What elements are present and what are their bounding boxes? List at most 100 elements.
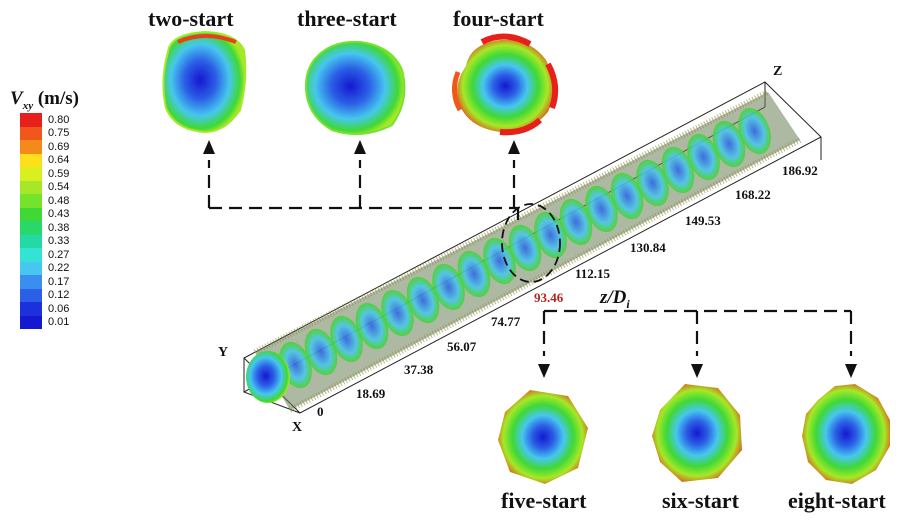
legend-value: 0.80 xyxy=(48,113,70,126)
z-axis-title-sub: i xyxy=(626,296,630,311)
legend-value: 0.75 xyxy=(48,127,70,140)
tick-label: 112.15 xyxy=(575,266,611,281)
caption-five-start: five-start xyxy=(501,488,587,513)
pipe-cross-section-slice xyxy=(610,172,644,220)
legend-swatch xyxy=(20,275,42,289)
pipe-cross-section-slice xyxy=(585,185,618,233)
legend-subscript: xy xyxy=(22,99,34,112)
tick-label-highlighted: 93.46 xyxy=(534,290,564,305)
tick-label: 56.07 xyxy=(447,339,477,354)
tick-label: 149.53 xyxy=(685,213,721,228)
cross-section-two-start xyxy=(162,30,247,134)
legend-row: 0.22 xyxy=(20,261,106,275)
legend-value: 0.22 xyxy=(48,262,70,275)
caption-four-start: four-start xyxy=(453,6,544,31)
caption-eight-start: eight-start xyxy=(788,488,886,513)
pipe-cross-section-slice xyxy=(738,107,771,155)
tick-label: 74.77 xyxy=(491,314,521,329)
legend-swatch xyxy=(20,167,42,181)
legend-swatch xyxy=(20,261,42,275)
legend-row: 0.69 xyxy=(20,140,106,154)
pipe-cross-section-slice xyxy=(559,198,593,246)
legend-value: 0.48 xyxy=(48,194,70,207)
tick-label: 186.92 xyxy=(782,163,818,178)
legend-row: 0.01 xyxy=(20,315,106,329)
legend-row: 0.54 xyxy=(20,180,106,194)
legend-value: 0.38 xyxy=(48,221,70,234)
legend-row: 0.75 xyxy=(20,126,106,140)
pipe-cross-section-slice xyxy=(304,328,338,376)
legend-row: 0.06 xyxy=(20,302,106,316)
cross-section-five-start xyxy=(498,390,588,484)
z-axis-title-main: z/D xyxy=(600,287,627,308)
legend-row: 0.38 xyxy=(20,221,106,235)
cross-section-six-start xyxy=(652,384,742,482)
pipe-cross-section-slice xyxy=(661,146,695,194)
z-axis-label: Z xyxy=(773,64,783,79)
legend-row: 0.43 xyxy=(20,207,106,221)
z-axis-title: z/Di xyxy=(600,287,630,312)
bottom-arrowheads xyxy=(538,364,857,378)
legend-row: 0.17 xyxy=(20,275,106,289)
legend-swatch xyxy=(20,315,42,329)
legend-swatch xyxy=(20,153,42,167)
cross-section-three-start xyxy=(304,40,406,135)
cross-section-eight-start xyxy=(802,384,890,484)
legend-symbol: V xyxy=(10,88,23,109)
pipe-cross-section-slice xyxy=(508,224,542,272)
legend-unit: (m/s) xyxy=(37,88,79,109)
top-arrowheads xyxy=(203,140,520,154)
legend-row: 0.64 xyxy=(20,153,106,167)
pipe-cross-section-slice xyxy=(406,276,440,324)
legend-swatch xyxy=(20,288,42,302)
inlet-cross-section xyxy=(246,351,290,403)
legend-value: 0.69 xyxy=(48,140,70,153)
legend-swatch xyxy=(20,248,42,262)
legend-value: 0.33 xyxy=(48,235,70,248)
tick-label: 37.38 xyxy=(404,362,434,377)
legend-swatch xyxy=(20,207,42,221)
legend-row: 0.80 xyxy=(20,113,106,127)
legend-value: 0.59 xyxy=(48,167,70,180)
legend-value: 0.54 xyxy=(48,181,70,194)
legend-swatch xyxy=(20,126,42,140)
legend-swatch xyxy=(20,113,42,127)
legend-row: 0.48 xyxy=(20,194,106,208)
legend-swatch xyxy=(20,221,42,235)
legend-row: 0.12 xyxy=(20,288,106,302)
legend-value: 0.06 xyxy=(48,302,70,315)
pipe-cross-section-slice xyxy=(457,250,491,298)
top-connector xyxy=(207,160,520,220)
helical-pipe xyxy=(246,89,802,413)
legend-title: Vxy (m/s) xyxy=(10,88,79,112)
legend-value: 0.01 xyxy=(48,316,70,329)
legend-value: 0.12 xyxy=(48,289,70,302)
legend-value: 0.64 xyxy=(48,154,70,167)
pipe-cross-section-slice xyxy=(355,302,389,350)
legend-row: 0.27 xyxy=(20,248,106,262)
highlight-circle xyxy=(501,203,561,283)
legend-value: 0.43 xyxy=(48,208,70,221)
y-axis-label: Y xyxy=(218,345,229,360)
pipe-cross-section-slice xyxy=(483,237,516,285)
bottom-connector xyxy=(542,309,853,356)
caption-two-start: two-start xyxy=(148,6,234,31)
tick-label: 168.22 xyxy=(735,187,771,202)
legend-row: 0.33 xyxy=(20,234,106,248)
pipe-cross-section-slice xyxy=(534,211,567,259)
pipe-cross-section-slice xyxy=(636,159,669,207)
tick-label: 0 xyxy=(317,404,324,419)
legend-swatch xyxy=(20,140,42,154)
cross-section-four-start xyxy=(452,33,559,136)
pipe-cross-section-slice xyxy=(432,263,465,311)
legend-value: 0.17 xyxy=(48,275,70,288)
tick-label: 130.84 xyxy=(630,240,666,255)
pipe-cross-section-slice xyxy=(687,133,720,181)
pipe-cross-section-slice xyxy=(712,120,746,168)
tick-label: 18.69 xyxy=(356,386,386,401)
legend-value: 0.27 xyxy=(48,248,70,261)
pipe-cross-section-slice xyxy=(381,289,414,337)
x-axis-label: X xyxy=(292,420,303,435)
